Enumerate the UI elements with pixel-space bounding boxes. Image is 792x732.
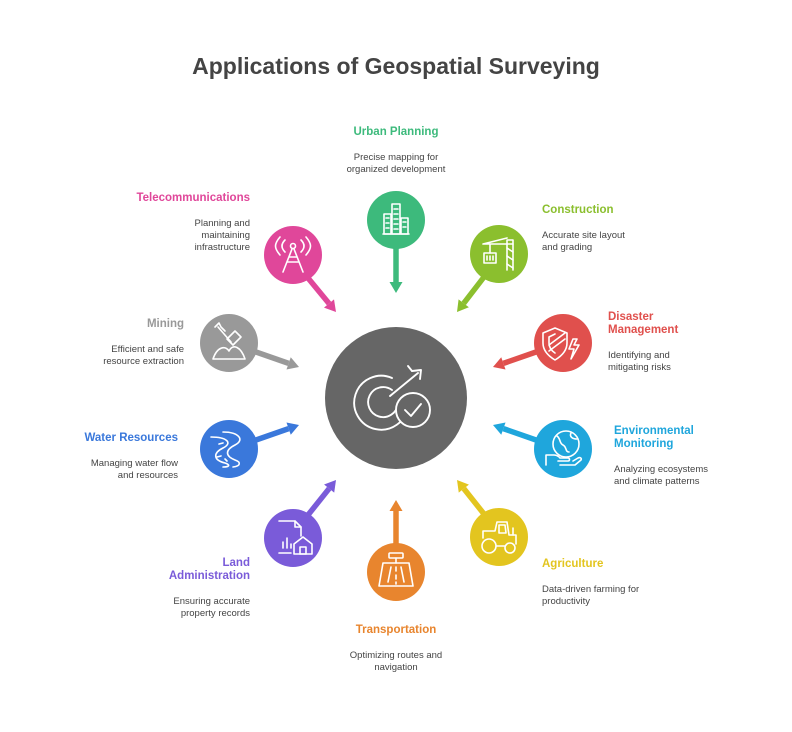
center-hub [325,327,467,469]
agriculture-description: productivity [542,596,590,607]
land-administration-arrow [305,480,336,517]
target-check-icon [353,365,431,431]
disaster-management-arrow [493,349,537,370]
shield-alert-icon [542,327,580,361]
disaster-management-circle [534,314,592,372]
river-icon [210,431,241,468]
transportation-circle [367,543,425,601]
crane-icon [482,237,514,271]
tractor-icon [481,521,517,554]
application-nodes [200,191,592,601]
mining-description: resource extraction [103,356,184,367]
shovel-icon [212,322,246,360]
telecommunications-description: maintaining [201,230,250,241]
construction-node [470,225,528,283]
agriculture-description: Data-driven farming for [542,584,639,595]
telecommunications-description: Planning and [195,218,250,229]
land-administration-label: Land [223,557,250,569]
environmental-monitoring-label: Environmental [614,425,694,437]
urban-planning-arrow [389,248,403,293]
transportation-description: navigation [374,662,417,673]
transportation-node [367,543,425,601]
construction-label: Construction [542,204,614,216]
water-resources-description: and resources [118,470,178,481]
telecommunications-arrow [305,276,336,312]
agriculture-circle [470,508,528,566]
buildings-icon [382,203,410,235]
environmental-monitoring-node [534,420,592,478]
disaster-management-description: mitigating risks [608,362,671,373]
telecommunications-circle [264,226,322,284]
construction-arrow [457,275,487,312]
mining-arrow [255,349,299,370]
environmental-monitoring-description: Analyzing ecosystems [614,464,708,475]
water-resources-label: Water Resources [84,432,178,444]
globe-hand-icon [545,430,583,466]
connector-arrows [255,248,537,544]
road-sign-icon [378,552,414,587]
disaster-management-node [534,314,592,372]
tower-icon [274,236,312,273]
disaster-management-description: Identifying and [608,350,670,361]
transportation-description: Optimizing routes and [350,650,442,661]
environmental-monitoring-circle [534,420,592,478]
telecommunications-description: infrastructure [195,242,250,253]
land-administration-circle [264,509,322,567]
construction-description: and grading [542,242,592,253]
mining-node [200,314,258,372]
environmental-monitoring-description: and climate patterns [614,476,700,487]
urban-planning-node [367,191,425,249]
telecommunications-node [264,226,322,284]
mining-label: Mining [147,318,184,330]
urban-planning-label: Urban Planning [354,126,439,138]
water-resources-description: Managing water flow [91,458,178,469]
land-administration-label: Administration [169,570,250,582]
disaster-management-label: Disaster [608,311,654,323]
page-title: Applications of Geospatial Surveying [192,53,600,79]
land-administration-description: Ensuring accurate [173,596,250,607]
environmental-monitoring-arrow [493,422,537,443]
property-document-icon [278,520,313,555]
agriculture-arrow [457,480,487,516]
urban-planning-description: Precise mapping for [354,152,438,163]
land-administration-node [264,509,322,567]
construction-description: Accurate site layout [542,230,625,241]
mining-circle [200,314,258,372]
construction-circle [470,225,528,283]
disaster-management-label: Management [608,324,678,336]
telecommunications-label: Telecommunications [136,192,250,204]
transportation-label: Transportation [356,624,437,636]
water-resources-arrow [255,422,299,443]
agriculture-label: Agriculture [542,558,603,570]
urban-planning-circle [367,191,425,249]
urban-planning-description: organized development [347,164,446,175]
water-resources-node [200,420,258,478]
mining-description: Efficient and safe [111,344,184,355]
environmental-monitoring-label: Monitoring [614,438,673,450]
land-administration-description: property records [181,608,250,619]
agriculture-node [470,508,528,566]
transportation-arrow [389,500,403,544]
center-circle [325,327,467,469]
